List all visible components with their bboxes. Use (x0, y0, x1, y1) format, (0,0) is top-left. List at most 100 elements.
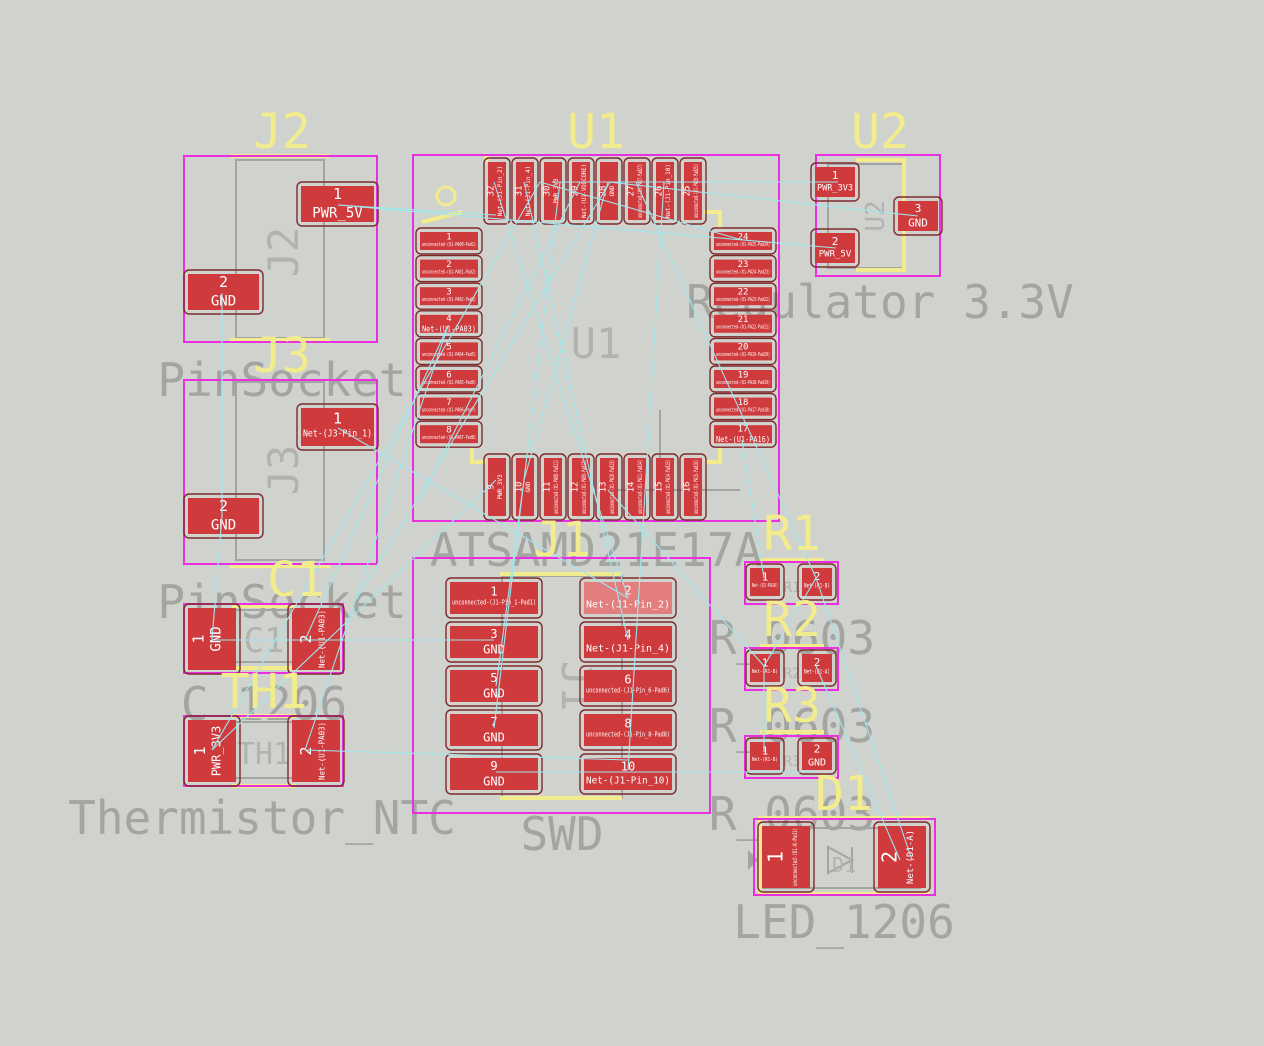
pad-net-label: Net-(J1-Pin_4) (586, 644, 670, 655)
pad-number: 13 (598, 482, 608, 493)
pad-number: 4 (446, 314, 451, 324)
pad-number: 7 (490, 715, 497, 729)
ratsnest-line (635, 181, 817, 579)
pad-number: 1 (762, 570, 769, 583)
pad-copper (188, 720, 236, 782)
pad-number: 24 (738, 232, 749, 242)
pad-copper (516, 458, 534, 516)
pad-net-label: unconnected-(U1-PA06-Pad7) (422, 407, 476, 413)
pad-copper (301, 408, 374, 446)
pad-copper (750, 742, 780, 770)
pad-number: 1 (333, 185, 342, 203)
u1-silk-corner-bl (470, 448, 486, 464)
pad-net-label: GND (808, 758, 826, 769)
pad-copper (656, 458, 674, 516)
j3-fab-outline (235, 381, 325, 561)
pad-number: 2 (297, 746, 315, 755)
pad-net-label: GND (609, 185, 616, 196)
pad-copper (878, 826, 926, 888)
pad-number: 9 (486, 484, 496, 489)
pad-copper (628, 162, 646, 220)
pad-net-label: Net-(J1-Pin_2) (497, 166, 504, 217)
d1-diode-symbol (827, 845, 855, 875)
pad-copper (584, 714, 672, 746)
c1-fab-ref: C1 (244, 621, 285, 661)
ratsnest-line (355, 181, 611, 601)
pad-net-label: GND (483, 774, 505, 788)
ratsnest-line (607, 489, 765, 667)
pad-number: 12 (570, 482, 580, 493)
pad-number: 14 (626, 482, 636, 493)
pad-net-label: unconnected-(J1-Pin_1-Pad1) (452, 599, 536, 607)
pad-copper (802, 742, 832, 770)
pad-net-label: Net-(J3-Pin_1) (303, 429, 372, 440)
pad-copper (684, 458, 702, 516)
pad-net-label: unconnected-(U1-PA11-Pad14) (637, 460, 644, 514)
j1-ref: J1 (533, 512, 591, 568)
pad-copper (600, 458, 618, 516)
pad-number: 2 (814, 570, 821, 583)
pad-copper (750, 568, 780, 596)
j2-fab-ref: J2 (259, 227, 308, 278)
c1-ref: C1 (267, 552, 325, 608)
j2-ref: J2 (253, 104, 311, 160)
ratsnest-line (211, 181, 541, 751)
pad-number: 27 (626, 186, 636, 197)
pad-number: 26 (654, 186, 664, 197)
ratsnest-line (211, 515, 223, 641)
